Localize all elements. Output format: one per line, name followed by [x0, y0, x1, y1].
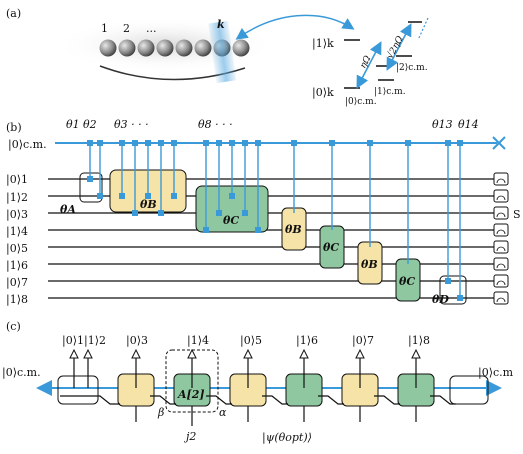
qubit-label-4: |1⟩4	[6, 225, 28, 239]
ion	[175, 39, 193, 57]
block-label-theta-a: θA	[60, 203, 76, 216]
block-label-theta-c-2: θC	[323, 241, 339, 254]
panel-a-tag: (a)	[6, 7, 21, 20]
level-one-cm: |1⟩c.m.	[374, 87, 406, 97]
output-leg-tips	[69, 348, 421, 359]
physical-j2-label: j2	[183, 430, 196, 443]
cm-mode-label: |0⟩c.m.	[8, 138, 47, 152]
ion	[99, 39, 117, 57]
angle-theta14: θ14	[458, 118, 479, 131]
block-label-theta-b-2: θB	[285, 223, 302, 236]
ion	[137, 39, 155, 57]
qubit-label-7: |0⟩7	[6, 276, 28, 290]
block-theta-d	[439, 275, 467, 305]
top-label-q8: |1⟩8	[408, 334, 430, 348]
panel-b-tag: (b)	[6, 121, 22, 134]
cm-end-cross	[492, 136, 506, 150]
couplers	[89, 143, 461, 298]
level-one-k: |1⟩k	[312, 37, 334, 51]
tensor-a2-label: A[2]	[177, 388, 205, 401]
panel-c-tag: (c)	[6, 320, 21, 333]
level-zero-cm: |0⟩c.m.	[345, 97, 377, 107]
laser-beam	[208, 20, 237, 84]
top-label-q12: |0⟩1|1⟩2	[62, 334, 106, 348]
laser-k-label: k	[217, 18, 225, 31]
top-label-q7: |0⟩7	[352, 334, 374, 348]
angle-theta8: θ8 · · ·	[198, 118, 233, 131]
block-label-theta-c-3: θC	[399, 275, 415, 288]
energy-level-diagram	[344, 21, 422, 89]
angle-theta13: θ13	[432, 118, 453, 131]
block-label-theta-b-3: θB	[361, 258, 378, 271]
ion-number-1: 1	[101, 22, 108, 35]
qubit-label-3: |0⟩3	[6, 208, 28, 222]
block-label-theta-c-1: θC	[223, 214, 239, 227]
angle-theta1: θ1	[66, 118, 80, 131]
top-label-q3: |0⟩3	[126, 334, 148, 348]
qubit-label-5: |0⟩5	[6, 242, 28, 256]
cut-label: S	[513, 208, 521, 221]
angle-theta3: θ3 · · ·	[114, 118, 149, 131]
ion	[232, 39, 250, 57]
transition-eta-omega	[356, 41, 382, 89]
panel-a: (a) 1 2 ... k |1	[6, 7, 429, 107]
bond-beta-label: β	[157, 406, 164, 419]
qubit-label-2: |1⟩2	[6, 191, 28, 205]
panel-c: (c) |0⟩1|1⟩2 |0⟩3 |1⟩4 |0⟩5 |1⟩6 |0⟩7 |1…	[2, 320, 514, 445]
ion	[194, 39, 212, 57]
ion	[156, 39, 174, 57]
right-cm-label: |0⟩c.m	[478, 366, 514, 380]
ion	[118, 39, 136, 57]
transition-sqrt2-eta-omega	[386, 23, 412, 71]
block-label-theta-b-1: θB	[140, 198, 157, 211]
rabi-eta-omega: ηΩ	[359, 54, 374, 71]
block-theta-a	[79, 172, 103, 203]
left-cm-label: |0⟩c.m.	[2, 366, 41, 380]
bond-wiring	[60, 395, 456, 426]
decay-dashed	[417, 17, 429, 41]
panel-b: (b) θ1 θ2 θ3 · · · θ8 · · · θ13 θ14 |0⟩c…	[6, 118, 521, 307]
tensor-left-boundary	[57, 375, 99, 405]
qubit-label-8: |1⟩8	[6, 293, 28, 307]
qubit-label-6: |1⟩6	[6, 259, 28, 273]
angle-theta2: θ2	[83, 118, 97, 131]
qubit-label-1: |0⟩1	[6, 173, 28, 187]
level-zero-k: |0⟩k	[312, 86, 334, 100]
ion-to-levels-arrow	[235, 14, 355, 40]
rabi-sqrt2-eta-omega: √2ηΩ	[385, 34, 406, 61]
coupler-nodes	[87, 140, 463, 301]
bond-alpha-label: α	[219, 406, 227, 419]
top-label-q5: |0⟩5	[240, 334, 262, 348]
meter-arcs	[496, 178, 506, 303]
psi-opt-label: |ψ(θopt)⟩	[262, 431, 312, 445]
block-label-theta-d: θD	[432, 293, 449, 306]
top-label-q4: |1⟩4	[187, 334, 209, 348]
measurement-meters	[493, 172, 509, 305]
level-two-cm: |2⟩c.m.	[396, 63, 428, 73]
top-label-q6: |1⟩6	[296, 334, 318, 348]
ion-number-2: 2	[123, 22, 130, 35]
tensor-right-boundary	[449, 375, 489, 405]
ion-number-dots: ...	[146, 22, 157, 35]
